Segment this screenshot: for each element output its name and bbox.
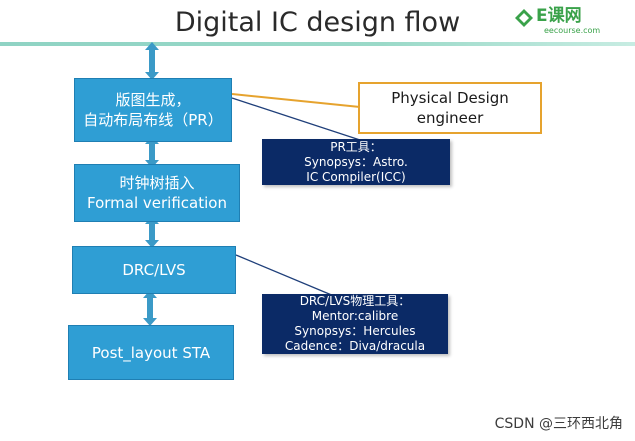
logo-text: E课网 bbox=[536, 6, 582, 26]
flow-box-cts-line1: 时钟树插入 bbox=[119, 174, 195, 192]
tool-box-drc-line3: Synopsys：Hercules bbox=[294, 324, 416, 338]
flow-box-post-layout-sta: Post_layout STA bbox=[68, 325, 234, 380]
flow-box-sta-line1: Post_layout STA bbox=[91, 343, 211, 362]
double-arrow-top bbox=[145, 42, 159, 80]
flow-box-drc-lvs: DRC/LVS bbox=[72, 246, 236, 294]
tool-box-pr-line3: IC Compiler(ICC) bbox=[306, 169, 406, 184]
tool-box-drc-line2: Mentor:calibre bbox=[311, 309, 399, 323]
role-box-line1: Physical Design bbox=[391, 89, 509, 107]
tool-box-drc-lvs: DRC/LVS物理工具： Mentor:calibre Synopsys：Her… bbox=[262, 294, 448, 354]
slide-title: Digital IC design flow bbox=[174, 7, 461, 38]
tool-box-drc-line4: Cadence：Diva/dracula bbox=[284, 339, 426, 353]
tool-box-pr-line2: Synopsys：Astro. bbox=[304, 154, 408, 169]
double-arrow-3-4 bbox=[143, 290, 157, 326]
csdn-watermark: CSDN @三环西北角 bbox=[494, 416, 623, 432]
role-box-physical-design-engineer: Physical Design engineer bbox=[358, 82, 542, 134]
tool-box-pr: PR工具： Synopsys：Astro. IC Compiler(ICC) bbox=[262, 139, 450, 185]
flow-box-pr-line1: 版图生成， bbox=[115, 91, 191, 109]
eecourse-logo: E课网 eecourse.com bbox=[514, 6, 626, 38]
logo-subtext: eecourse.com bbox=[544, 26, 601, 35]
role-box-line2: engineer bbox=[416, 109, 484, 127]
tool-box-drc-line1: DRC/LVS物理工具： bbox=[299, 294, 411, 308]
flow-box-drc-lvs-line1: DRC/LVS bbox=[122, 261, 186, 279]
flow-box-pr-line2: 自动布局布线（PR） bbox=[83, 111, 223, 129]
pr-tool-connector-line bbox=[231, 97, 361, 141]
flow-box-cts-line2: Formal verification bbox=[87, 194, 227, 212]
flow-box-pr: 版图生成， 自动布局布线（PR） bbox=[74, 78, 232, 142]
role-connector-line bbox=[231, 93, 361, 108]
tool-box-pr-line1: PR工具： bbox=[330, 139, 382, 154]
flow-box-cts: 时钟树插入 Formal verification bbox=[74, 164, 240, 222]
drc-tool-connector-line bbox=[235, 254, 335, 297]
title-underline-bar bbox=[0, 42, 635, 46]
logo-mark-icon bbox=[515, 9, 533, 27]
